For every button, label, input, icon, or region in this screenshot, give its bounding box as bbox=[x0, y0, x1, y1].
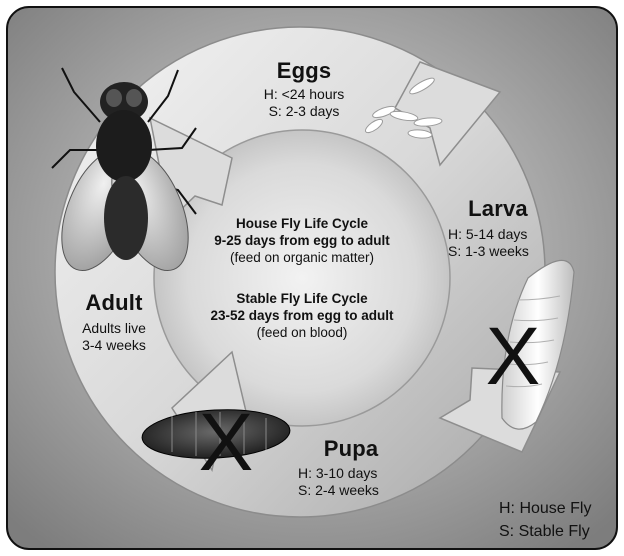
larva-house-fly-duration: H: 5-14 days bbox=[448, 226, 558, 243]
larva-stable-fly-duration: S: 1-3 weeks bbox=[448, 243, 558, 260]
eggs-house-fly-duration: H: <24 hours bbox=[244, 86, 364, 103]
legend-stable-fly: S: Stable Fly bbox=[499, 521, 617, 543]
house-fly-cycle-detail: 9-25 days from egg to adult bbox=[182, 232, 422, 249]
eggs-stable-fly-duration: S: 2-3 days bbox=[244, 103, 364, 120]
house-fly-cycle-note: (feed on organic matter) bbox=[182, 249, 422, 266]
larva-x-mark: X bbox=[486, 311, 541, 402]
adult-lifespan-line-1: Adults live bbox=[60, 320, 168, 337]
house-fly-cycle-title: House Fly Life Cycle bbox=[182, 215, 422, 232]
stable-fly-cycle-note: (feed on blood) bbox=[182, 324, 422, 341]
pupa-house-fly-duration: H: 3-10 days bbox=[298, 465, 408, 482]
adult-title: Adult bbox=[64, 290, 164, 316]
pupa-x-mark: X bbox=[199, 397, 254, 488]
pupa-stable-fly-duration: S: 2-4 weeks bbox=[298, 482, 408, 499]
larva-title: Larva bbox=[456, 196, 540, 222]
legend-house-fly: H: House Fly bbox=[499, 498, 617, 520]
pupa-title: Pupa bbox=[306, 436, 396, 462]
adult-lifespan-line-2: 3-4 weeks bbox=[60, 337, 168, 354]
stable-fly-cycle-title: Stable Fly Life Cycle bbox=[182, 290, 422, 307]
stable-fly-cycle-detail: 23-52 days from egg to adult bbox=[182, 307, 422, 324]
eggs-title: Eggs bbox=[264, 58, 344, 84]
